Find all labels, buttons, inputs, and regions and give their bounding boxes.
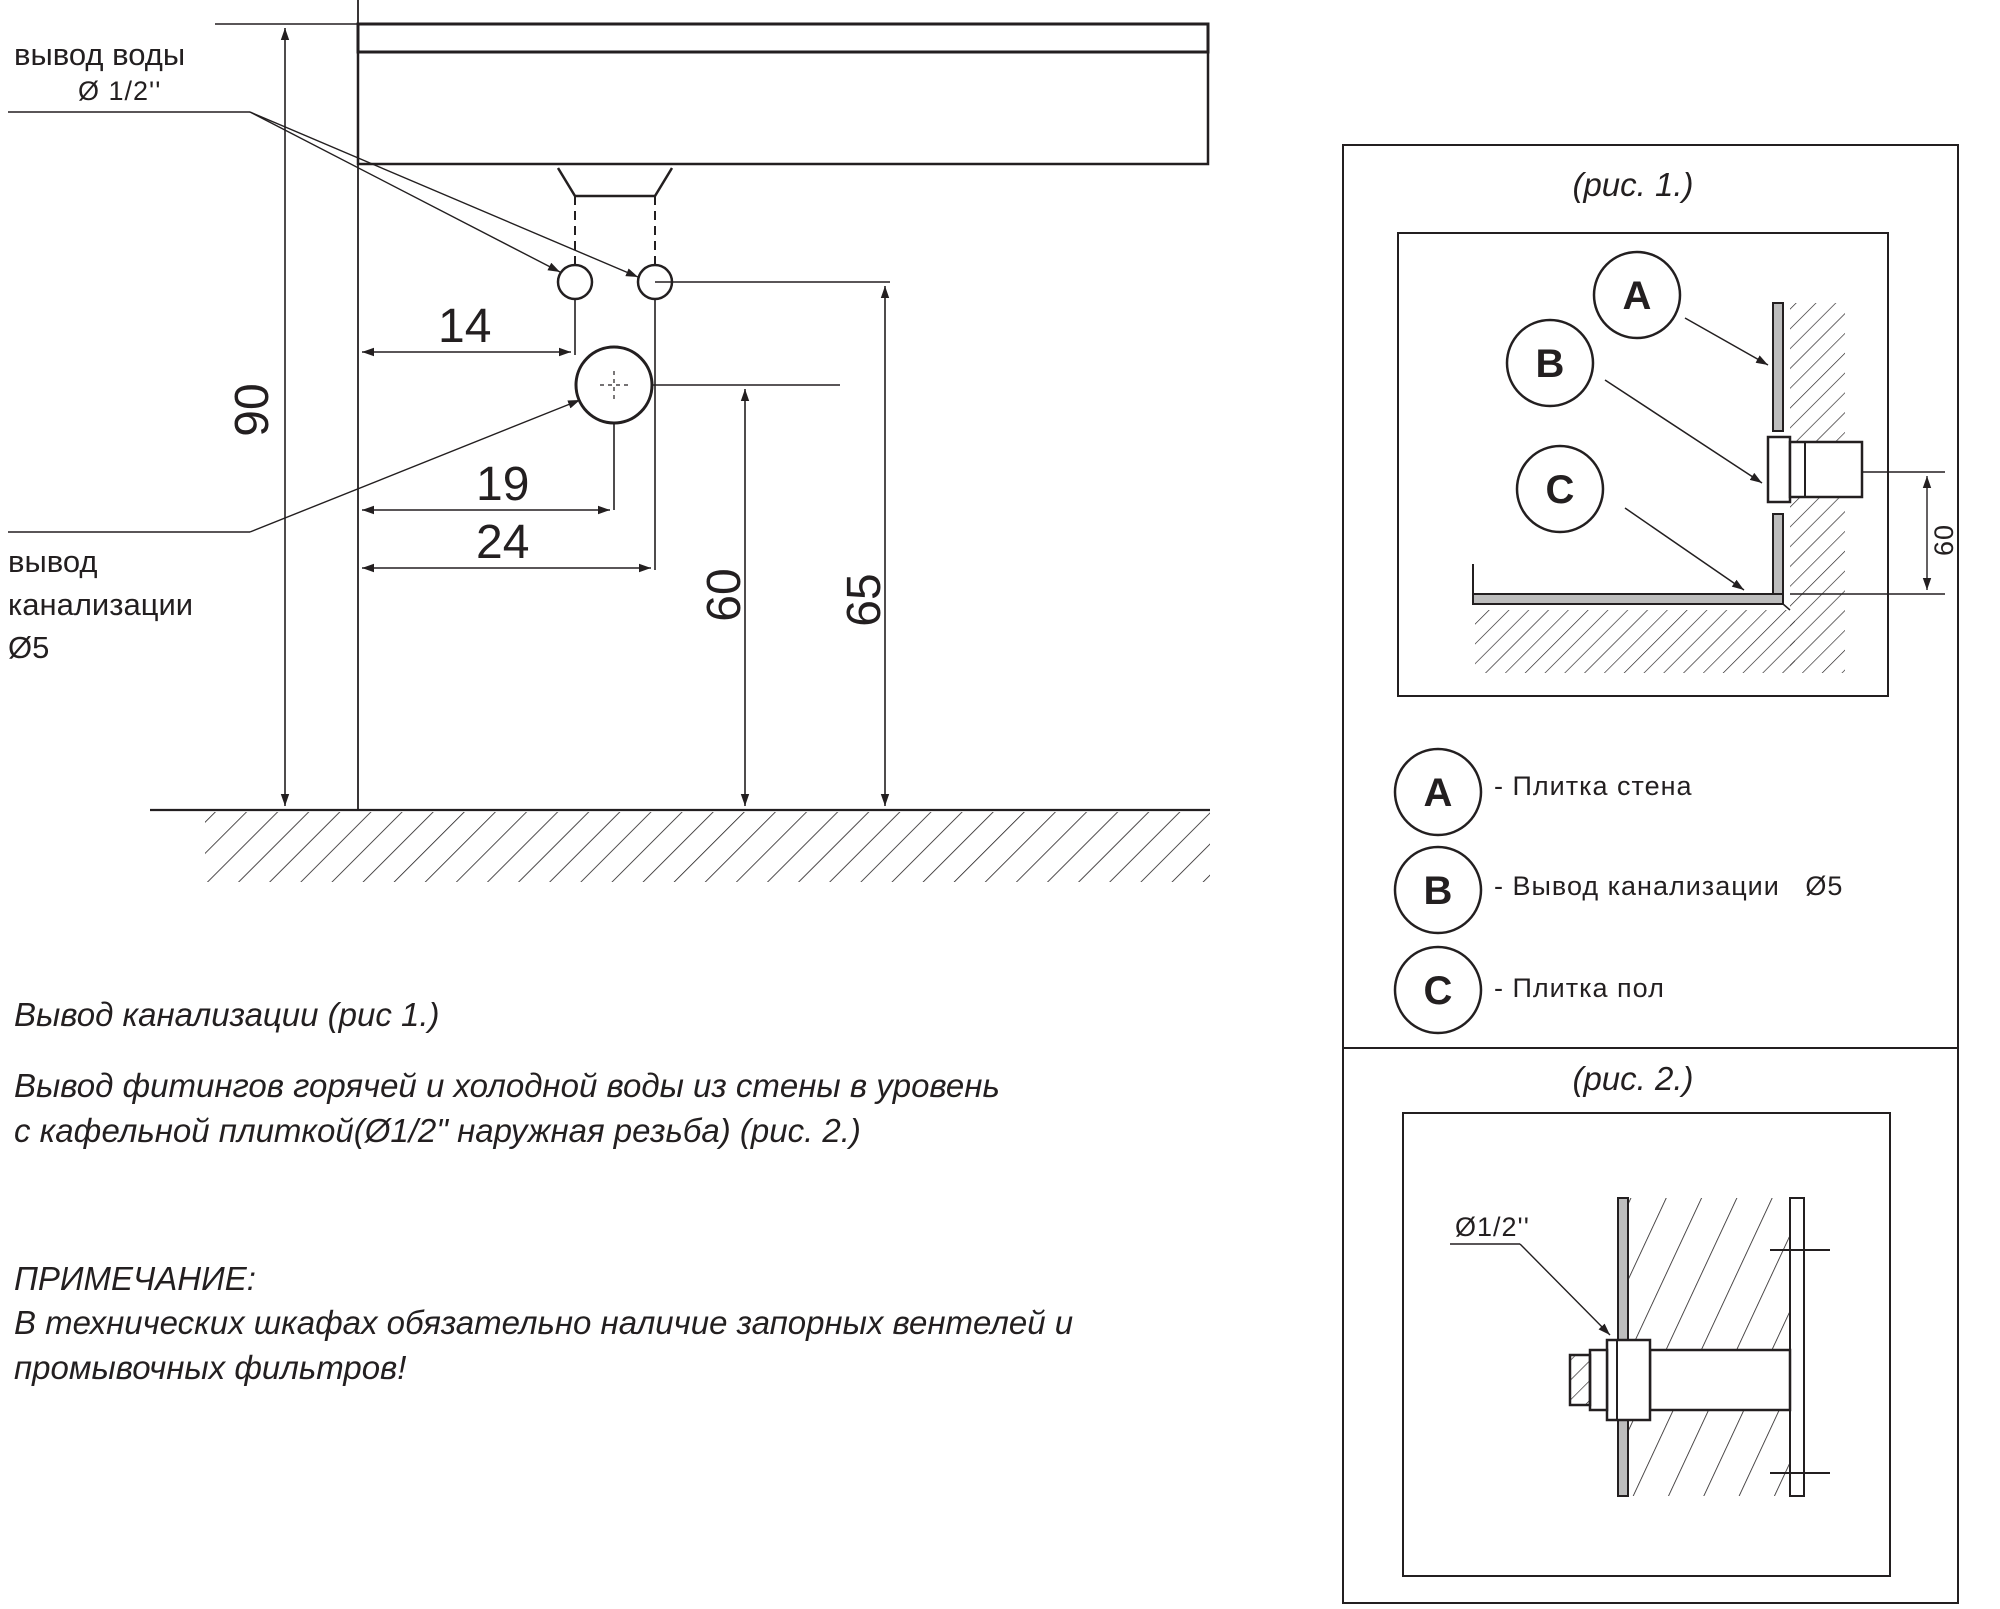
drain-funnel [556,167,674,198]
figure-1-circle-c [1515,444,1605,534]
note-sewer: Вывод канализации (рис 1.) [14,996,440,1033]
figure-1-letter-c: C [1546,468,1575,512]
sewer-outlet-label-1: вывод [8,544,98,579]
tub-rim [356,22,1210,54]
figure-1-caption: (рис. 1.) [1572,166,1693,203]
dim-19-label: 19 [476,458,529,511]
water-outlet-diameter: Ø 1/2'' [78,76,161,106]
remark-line-2: промывочных фильтров! [14,1349,407,1386]
figure-1-letter-b: B [1536,342,1565,386]
right-panel [1342,144,1959,1604]
remark-line-1: В технических шкафах обязательно наличие… [14,1304,1074,1341]
tub-body [356,50,1210,166]
figure-1-sewer-pipe [1766,435,1792,504]
remark-title: ПРИМЕЧАНИЕ: [14,1260,256,1297]
dim-65-label: 65 [838,573,891,626]
legend-circle-c [1393,945,1483,1035]
note-fittings-line-2: с кафельной плиткой(Ø1/2" наружная резьб… [14,1112,861,1149]
figure-2-box [1402,1112,1891,1577]
figure-2-caption: (рис. 2.) [1572,1060,1693,1097]
legend-text-b: - Вывод канализации Ø5 [1494,871,1843,901]
dim-60-label: 60 [698,568,751,621]
legend-circle-b [1393,845,1483,935]
main-drawing [8,0,1210,882]
figure-1-circle-b [1505,318,1595,408]
figure-2-pipe [1648,1348,1792,1412]
sewer-outlet-diameter: Ø5 [8,630,49,665]
figure-2-diameter-label: Ø1/2'' [1455,1212,1530,1242]
legend-letter-c: C [1424,969,1453,1013]
figure-1-circle-a [1592,250,1682,340]
legend-circle-a [1393,747,1483,837]
dim-24-label: 24 [476,516,529,569]
figure-1-letter-a: A [1623,274,1652,318]
right-panel-frame [1342,144,1959,1604]
legend-letter-a: A [1424,771,1453,815]
legend-text-a: - Плитка стена [1494,771,1693,801]
note-fittings-line-1: Вывод фитингов горячей и холодной воды и… [14,1067,1000,1104]
legend-letter-b: B [1424,869,1453,913]
water-outlet-circle-left [556,263,594,301]
water-outlet-label: вывод воды [14,37,185,72]
sewer-outlet-circle [574,345,654,425]
dim-14-label: 14 [438,300,491,353]
legend-text-c: - Плитка пол [1494,973,1665,1003]
sewer-outlet-label-2: канализации [8,587,193,622]
figure-1-box [1397,232,1889,697]
figure-1-dim-60: 60 [1929,524,1959,556]
dim-90-label: 90 [226,383,279,436]
